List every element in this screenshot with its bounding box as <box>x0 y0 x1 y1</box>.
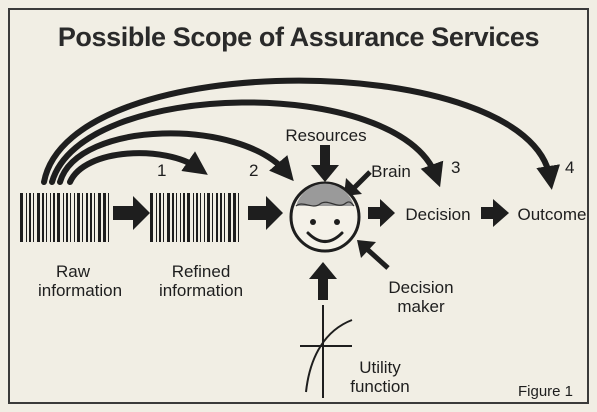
barcode-bar <box>26 193 27 242</box>
arrow-resources-down <box>311 145 339 182</box>
barcode-bar <box>183 193 185 242</box>
barcode-bar <box>193 193 194 242</box>
barcode-bar <box>207 193 210 242</box>
barcode-bar <box>53 193 55 242</box>
arrow-decision-maker-to-decision <box>368 199 395 227</box>
raw-information-barcode-icon <box>20 193 109 242</box>
scope-arc-1 <box>67 150 208 185</box>
barcode-bar <box>70 193 71 242</box>
barcode-bar <box>74 193 75 242</box>
barcode-bar <box>103 193 106 242</box>
refined-information-barcode-icon <box>150 193 239 242</box>
barcode-bar <box>94 193 95 242</box>
barcode-bar <box>150 193 153 242</box>
barcode-bar <box>156 193 157 242</box>
barcode-bar <box>86 193 88 242</box>
barcode-bar <box>216 193 218 242</box>
decision-maker-face-icon <box>289 181 361 253</box>
scope-arcs <box>41 77 560 190</box>
barcode-bar <box>224 193 225 242</box>
barcode-bar <box>33 193 34 242</box>
scope-arc-3 <box>49 99 444 188</box>
barcode-bar <box>172 193 174 242</box>
barcode-bar <box>238 193 239 242</box>
barcode-bar <box>50 193 51 242</box>
barcode-bar <box>167 193 170 242</box>
barcode-bar <box>196 193 198 242</box>
barcode-bar <box>108 193 109 242</box>
figure-label: Figure 1 <box>518 383 574 400</box>
barcode-bar <box>212 193 213 242</box>
barcode-bar <box>98 193 101 242</box>
barcode-bar <box>63 193 64 242</box>
barcode-bar <box>233 193 236 242</box>
barcode-bar <box>187 193 190 242</box>
utility-function-graph-icon <box>300 305 353 398</box>
barcode-bar <box>77 193 80 242</box>
barcode-bar <box>159 193 161 242</box>
brain-label: Brain <box>371 162 411 181</box>
barcode-bar <box>29 193 31 242</box>
figure-border <box>8 8 589 404</box>
arrow-decision-to-outcome <box>481 199 509 227</box>
scope-number-2: 2 <box>249 161 259 180</box>
barcode-bar <box>220 193 222 242</box>
barcode-bar <box>180 193 181 242</box>
scope-number-3: 3 <box>451 158 461 177</box>
barcode-bar <box>228 193 231 242</box>
barcode-bar <box>37 193 40 242</box>
barcode-bar <box>204 193 205 242</box>
barcode-bar <box>57 193 60 242</box>
arrow-raw-to-refined <box>113 196 150 230</box>
scope-number-1: 1 <box>157 161 167 180</box>
arrow-utility-up <box>309 262 337 300</box>
diagram-title: Possible Scope of Assurance Services <box>57 22 540 52</box>
barcode-bar <box>176 193 177 242</box>
arrow-refined-to-decision-maker <box>248 196 283 230</box>
decision-label: Decision <box>405 205 471 224</box>
resources-label: Resources <box>285 126 367 145</box>
barcode-bar <box>90 193 92 242</box>
barcode-bar <box>46 193 47 242</box>
barcode-bar <box>200 193 201 242</box>
barcode-bar <box>163 193 164 242</box>
arrow-decision-maker-pointer <box>357 240 390 270</box>
barcode-bar <box>82 193 83 242</box>
barcode-bar <box>20 193 23 242</box>
scope-number-4: 4 <box>565 158 575 177</box>
scope-arc-4 <box>41 77 560 190</box>
outcome-label: Outcome <box>517 205 587 224</box>
barcode-bar <box>42 193 44 242</box>
barcode-bar <box>66 193 68 242</box>
scope-arc-2 <box>57 130 294 185</box>
